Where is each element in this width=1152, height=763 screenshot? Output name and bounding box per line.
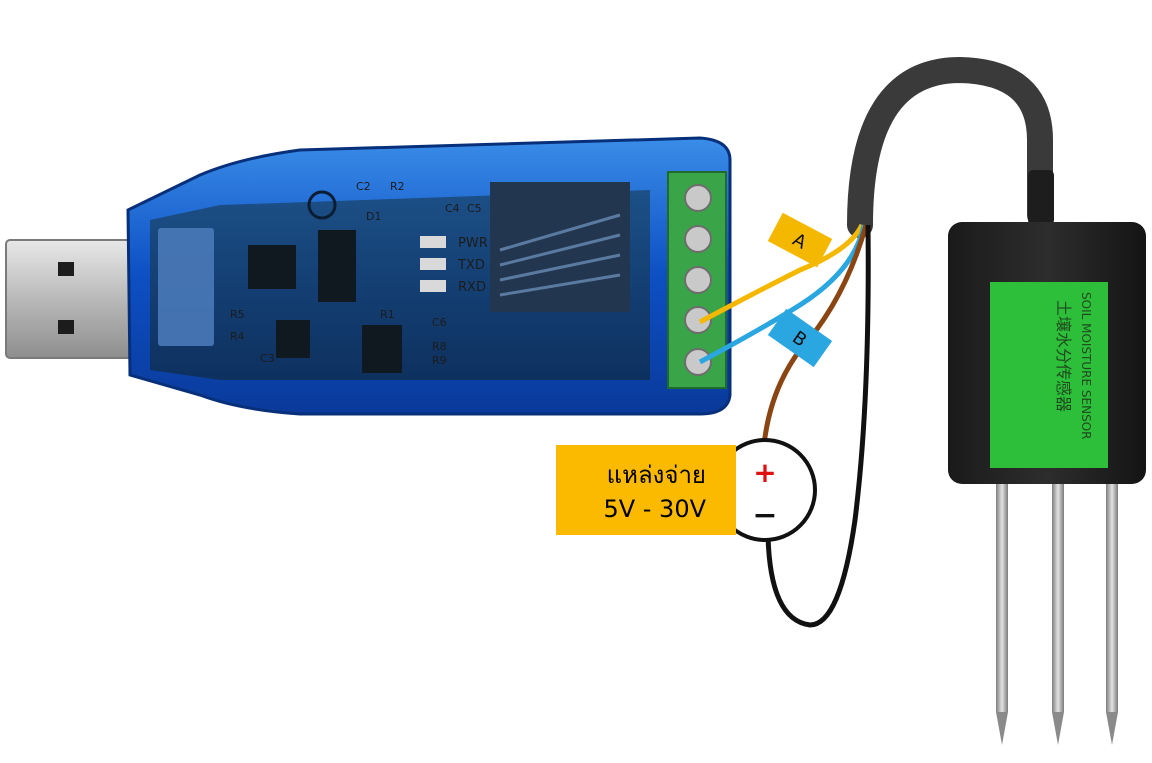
sensor-title-en: SOIL MOISTURE SENSOR [1079, 292, 1093, 439]
usb-connector [5, 239, 137, 359]
comp-label-r8: R8 [432, 340, 447, 353]
power-supply-label-line1: แหล่งจ่าย [606, 461, 706, 489]
wire-label-b-tag: B [767, 308, 833, 368]
usb-rs485-adapter: PWR TXD RXD C2 R2 D1 C4 C5 R1 C6 R8 R9 C… [126, 136, 732, 416]
comp-label-c3: C3 [260, 352, 275, 365]
wire-label-a-tag: A [767, 212, 833, 268]
crystal [158, 228, 214, 346]
sensor-cable [847, 56, 1054, 238]
comp-label-d1: D1 [366, 210, 381, 223]
power-supply-voltage: 5V - 30V [603, 495, 706, 523]
comp-label-c6: C6 [432, 316, 447, 329]
terminal-block [667, 171, 727, 389]
minus-symbol: − [752, 498, 777, 533]
comp-label-c4: C4 [445, 202, 460, 215]
sensor-label-plate [990, 282, 1108, 468]
comp-label-r4: R4 [230, 330, 245, 343]
probe-left [996, 484, 1008, 712]
wire-a [698, 223, 865, 325]
plus-symbol: + [753, 456, 776, 489]
comp-label-c5: C5 [467, 202, 482, 215]
chip-u4 [362, 325, 402, 373]
chip-u1 [248, 245, 296, 289]
led-label-pwr: PWR [458, 236, 488, 251]
led-label-txd: TXD [457, 258, 485, 273]
chip-u3 [276, 320, 310, 358]
comp-label-c2: C2 [356, 180, 371, 193]
soil-moisture-sensor: SOIL MOISTURE SENSOR 土壤水分传感器 [948, 222, 1146, 745]
power-supply-label: แหล่งจ่าย 5V - 30V [556, 445, 736, 535]
led-pwr [420, 236, 446, 248]
comp-label-r9: R9 [432, 354, 447, 367]
probe-center [1052, 484, 1064, 712]
led-rxd [420, 280, 446, 292]
probe-right [1106, 484, 1118, 712]
led-txd [420, 258, 446, 270]
led-label-rxd: RXD [458, 280, 486, 295]
transformer [490, 182, 630, 312]
comp-label-r1: R1 [380, 308, 395, 321]
comp-label-r5: R5 [230, 308, 245, 321]
power-supply-symbol: + − [713, 438, 817, 542]
wire-negative [765, 224, 871, 628]
wire-b [698, 224, 867, 365]
sensor-title-cn: 土壤水分传感器 [1054, 300, 1073, 412]
chip-u2 [318, 230, 356, 302]
logo-icon [307, 190, 337, 220]
comp-label-r2: R2 [390, 180, 405, 193]
